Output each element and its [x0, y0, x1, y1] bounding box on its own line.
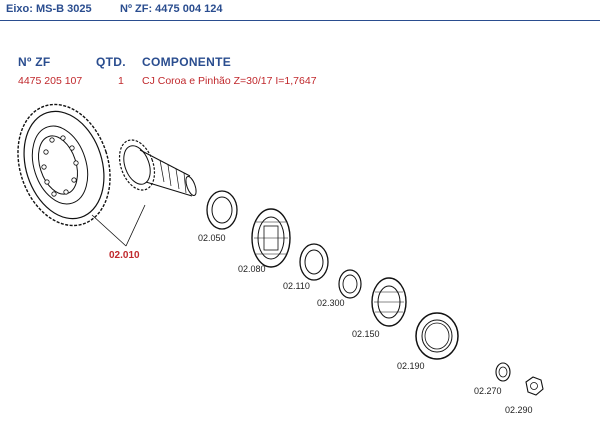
- crown-gear-illustration[interactable]: [3, 92, 125, 237]
- part-label-02050[interactable]: 02.050: [198, 233, 226, 243]
- column-header-zf-number: Nº ZF: [18, 55, 51, 69]
- roller-bearing-illustration-02150[interactable]: [371, 277, 407, 327]
- bearing-illustration-02080[interactable]: [251, 208, 291, 268]
- row-quantity: 1: [118, 75, 124, 87]
- row-zf-number[interactable]: 4475 205 107: [18, 75, 83, 87]
- ring-illustration-02110[interactable]: [299, 243, 329, 281]
- nut-illustration-02290[interactable]: [525, 376, 544, 396]
- seal-illustration-02190[interactable]: [415, 312, 459, 360]
- part-label-02080[interactable]: 02.080: [238, 264, 266, 274]
- part-label-02010[interactable]: 02.010: [109, 250, 140, 261]
- part-label-02270[interactable]: 02.270: [474, 386, 502, 396]
- header-bar: Eixo: MS-B 3025 Nº ZF: 4475 004 124: [0, 0, 600, 21]
- column-header-component: COMPONENTE: [142, 55, 232, 69]
- washer-illustration-02300[interactable]: [338, 269, 362, 299]
- pinion-shaft-illustration[interactable]: [113, 135, 198, 197]
- part-label-02290[interactable]: 02.290: [505, 405, 533, 415]
- part-label-02300[interactable]: 02.300: [317, 298, 345, 308]
- washer-illustration-02270[interactable]: [495, 362, 511, 382]
- part-label-02110[interactable]: 02.110: [283, 281, 310, 291]
- ring-illustration-02050[interactable]: [206, 190, 238, 230]
- header-divider: [0, 20, 600, 21]
- leader-line-02010: [91, 204, 146, 247]
- column-header-quantity: QTD.: [96, 55, 126, 69]
- part-label-02150[interactable]: 02.150: [352, 329, 380, 339]
- part-label-02190[interactable]: 02.190: [397, 361, 425, 371]
- zf-number-label: Nº ZF: 4475 004 124: [120, 3, 223, 15]
- row-component[interactable]: CJ Coroa e Pinhão Z=30/17 I=1,7647: [142, 75, 317, 87]
- axle-model-label: Eixo: MS-B 3025: [6, 3, 92, 15]
